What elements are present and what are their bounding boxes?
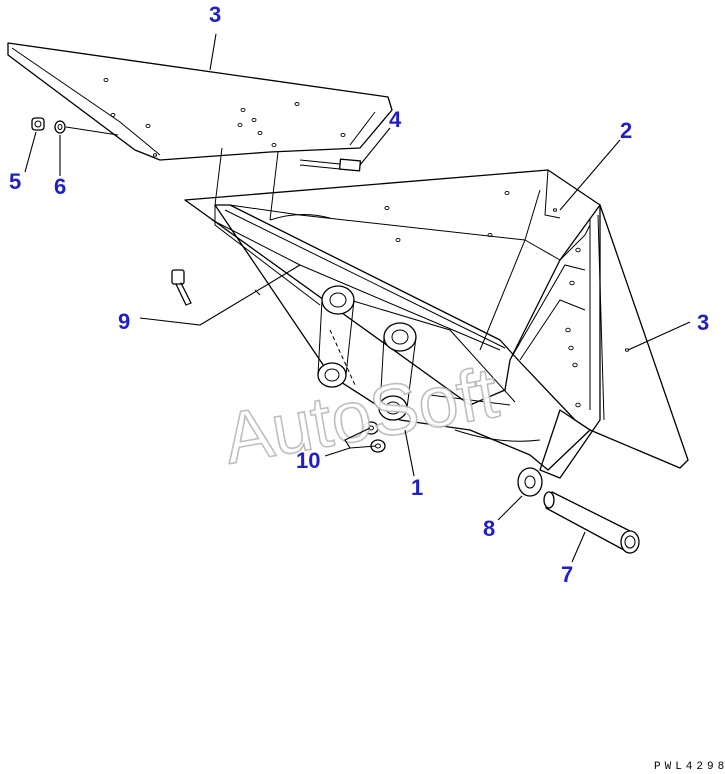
callout-2: 2 (620, 118, 632, 143)
callouts: 3 4 5 6 2 3 9 10 1 8 7 (9, 2, 709, 587)
nuts-10 (363, 421, 386, 453)
callout-5: 5 (9, 169, 21, 194)
callout-6: 6 (54, 174, 66, 199)
pin-7 (543, 491, 640, 554)
callout-3-top: 3 (209, 2, 221, 27)
leader-lines (24, 33, 691, 563)
bolt-9 (171, 269, 192, 306)
frame-body (184, 169, 601, 406)
callout-4: 4 (389, 107, 402, 132)
top-cover-plate (7, 42, 393, 221)
nut-5 (31, 117, 45, 131)
callout-3-right: 3 (697, 310, 709, 335)
pivot-bosses (317, 285, 417, 421)
bolt-4 (299, 158, 362, 172)
callout-1: 1 (411, 475, 423, 500)
bushing-8 (517, 467, 543, 497)
callout-10: 10 (296, 448, 320, 473)
right-side-plate (519, 204, 689, 479)
callout-8: 8 (483, 516, 495, 541)
washer-6 (54, 120, 119, 136)
drawing-code: PWL4298 (654, 761, 725, 773)
callout-7: 7 (561, 562, 573, 587)
watermark: AutoSoft (218, 353, 504, 480)
callout-9: 9 (118, 309, 130, 334)
